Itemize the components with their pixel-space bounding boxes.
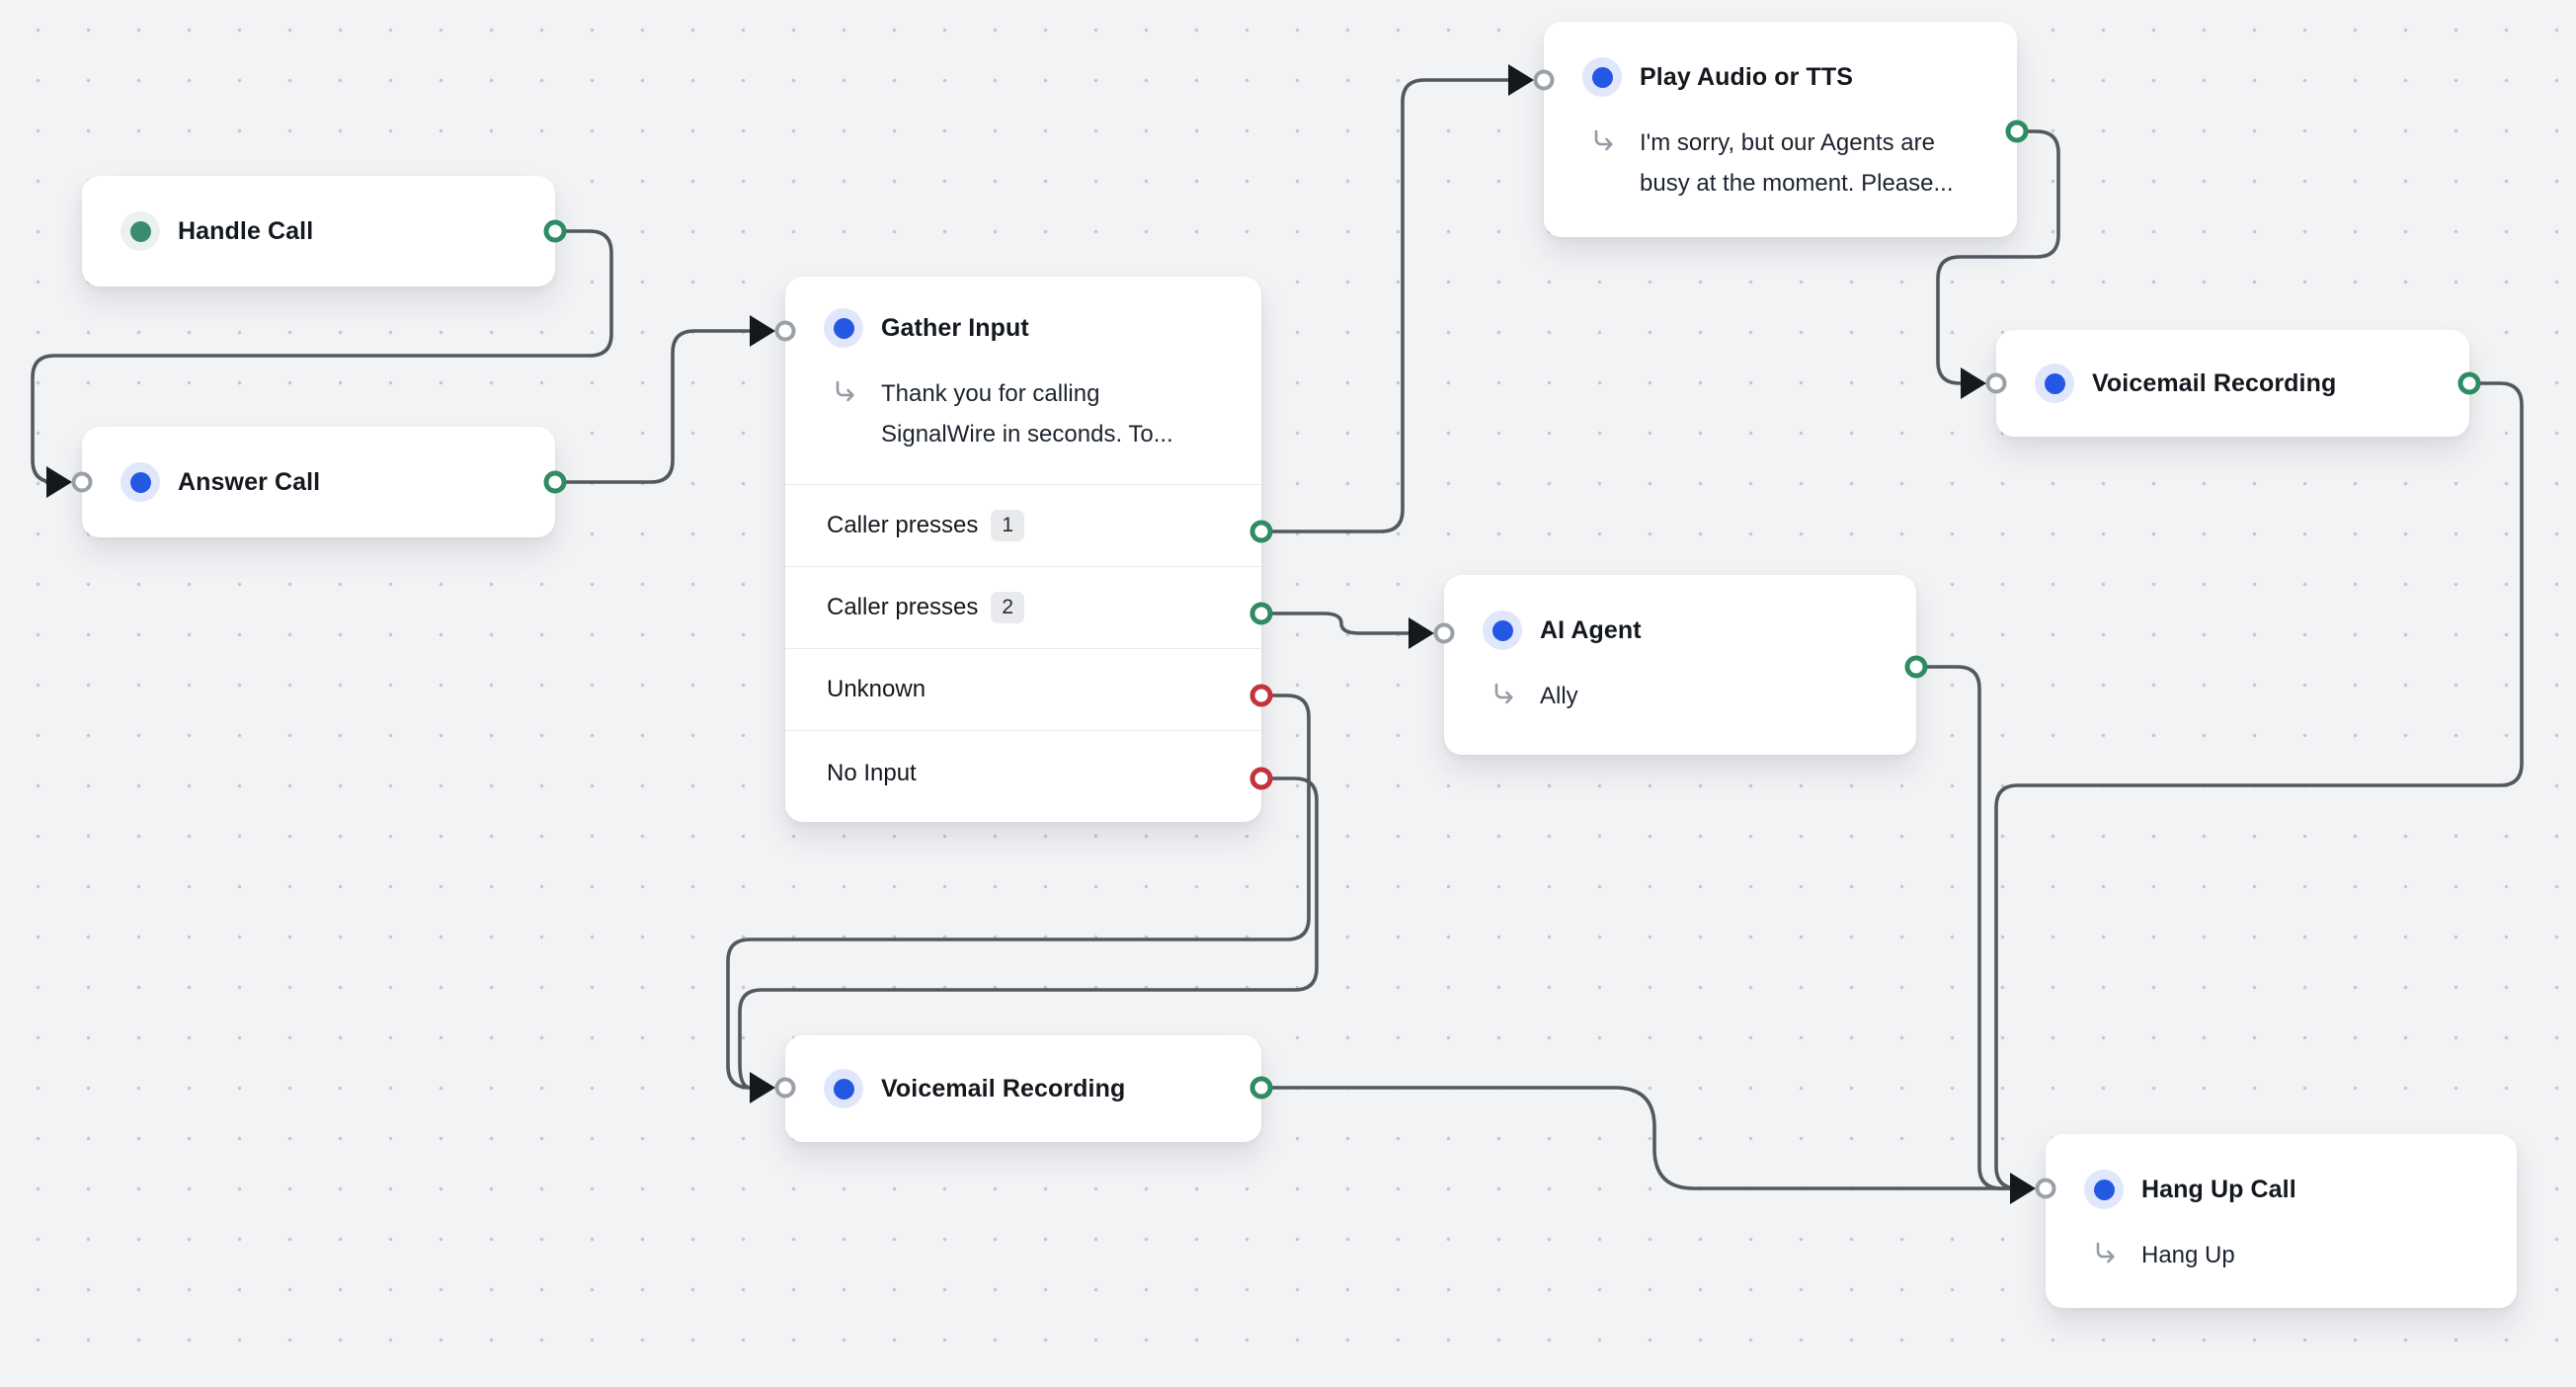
edge-press2-to-ai-agent[interactable] — [1261, 613, 1409, 633]
input-arrow-icon — [1961, 367, 1986, 399]
row-caller-presses-1[interactable]: Caller presses 1 — [785, 484, 1261, 566]
output-port-caller-presses-1[interactable] — [1250, 521, 1273, 543]
key-badge: 2 — [991, 592, 1024, 623]
gather-output-rows: Caller presses 1 Caller presses 2 Unknow… — [785, 484, 1261, 815]
node-title: Answer Call — [178, 468, 320, 497]
edge-voicemail-bottom-to-hang-up[interactable] — [1261, 1088, 2010, 1188]
node-subtitle: Thank you for calling SignalWire in seco… — [881, 373, 1207, 454]
input-arrow-icon — [750, 315, 775, 347]
node-title: Gather Input — [881, 314, 1029, 343]
edge-answer-to-gather[interactable] — [555, 331, 750, 482]
input-port-voicemail-bottom[interactable] — [775, 1078, 796, 1099]
gather-input-icon — [824, 308, 863, 348]
handle-call-icon — [121, 211, 160, 251]
row-unknown[interactable]: Unknown — [785, 648, 1261, 730]
reply-arrow-icon — [1589, 127, 1617, 155]
edge-press1-to-play-audio[interactable] — [1261, 80, 1508, 531]
input-arrow-icon — [2010, 1173, 2036, 1204]
node-voicemail-recording-bottom[interactable]: Voicemail Recording — [785, 1035, 1261, 1142]
node-ai-agent[interactable]: AI Agent Ally — [1444, 575, 1916, 755]
input-arrow-icon — [1409, 617, 1434, 649]
edge-voicemail-right-to-hang-up[interactable] — [1996, 383, 2522, 1188]
output-port-ai-agent[interactable] — [1905, 656, 1928, 679]
node-hang-up-call[interactable]: Hang Up Call Hang Up — [2046, 1134, 2517, 1308]
reply-arrow-icon — [2091, 1240, 2119, 1267]
hang-up-icon — [2084, 1170, 2124, 1209]
output-port-caller-presses-2[interactable] — [1250, 603, 1273, 625]
reply-arrow-icon — [831, 378, 858, 406]
input-port-answer-call[interactable] — [72, 472, 93, 493]
input-port-voicemail-right[interactable] — [1986, 373, 2007, 394]
output-port-handle-call[interactable] — [544, 220, 567, 243]
input-arrow-icon — [1508, 64, 1534, 96]
node-subtitle: Hang Up — [2141, 1235, 2235, 1275]
output-port-answer-call[interactable] — [544, 471, 567, 494]
output-port-no-input[interactable] — [1250, 768, 1273, 790]
node-answer-call[interactable]: Answer Call — [82, 427, 555, 537]
node-title: Voicemail Recording — [881, 1075, 1125, 1103]
input-arrow-icon — [750, 1072, 775, 1103]
output-port-voicemail-bottom[interactable] — [1250, 1077, 1273, 1100]
node-subtitle: Ally — [1540, 676, 1578, 716]
voicemail-icon — [2035, 364, 2074, 403]
play-audio-icon — [1582, 57, 1622, 97]
output-port-unknown[interactable] — [1250, 685, 1273, 707]
node-play-audio-tts[interactable]: Play Audio or TTS I'm sorry, but our Age… — [1544, 22, 2017, 237]
reply-arrow-icon — [1489, 681, 1517, 708]
input-port-hang-up[interactable] — [2036, 1179, 2056, 1199]
ai-agent-icon — [1483, 611, 1522, 650]
input-port-ai-agent[interactable] — [1434, 623, 1455, 644]
node-title: AI Agent — [1540, 616, 1642, 645]
row-no-input[interactable]: No Input — [785, 730, 1261, 815]
input-port-play-audio[interactable] — [1534, 70, 1555, 91]
key-badge: 1 — [991, 510, 1024, 541]
node-handle-call[interactable]: Handle Call — [82, 176, 555, 286]
answer-call-icon — [121, 462, 160, 502]
node-gather-input[interactable]: Gather Input Thank you for calling Signa… — [785, 277, 1261, 822]
node-title: Hang Up Call — [2141, 1176, 2296, 1204]
node-title: Handle Call — [178, 217, 313, 246]
node-voicemail-recording-right[interactable]: Voicemail Recording — [1996, 330, 2469, 437]
voicemail-icon — [824, 1069, 863, 1108]
node-title: Play Audio or TTS — [1640, 63, 1853, 92]
row-caller-presses-2[interactable]: Caller presses 2 — [785, 566, 1261, 648]
output-port-play-audio[interactable] — [2006, 121, 2029, 143]
input-arrow-icon — [46, 466, 72, 498]
node-subtitle: I'm sorry, but our Agents are busy at th… — [1640, 122, 1971, 204]
input-port-gather-input[interactable] — [775, 321, 796, 342]
node-title: Voicemail Recording — [2092, 369, 2336, 398]
output-port-voicemail-right[interactable] — [2458, 372, 2481, 395]
